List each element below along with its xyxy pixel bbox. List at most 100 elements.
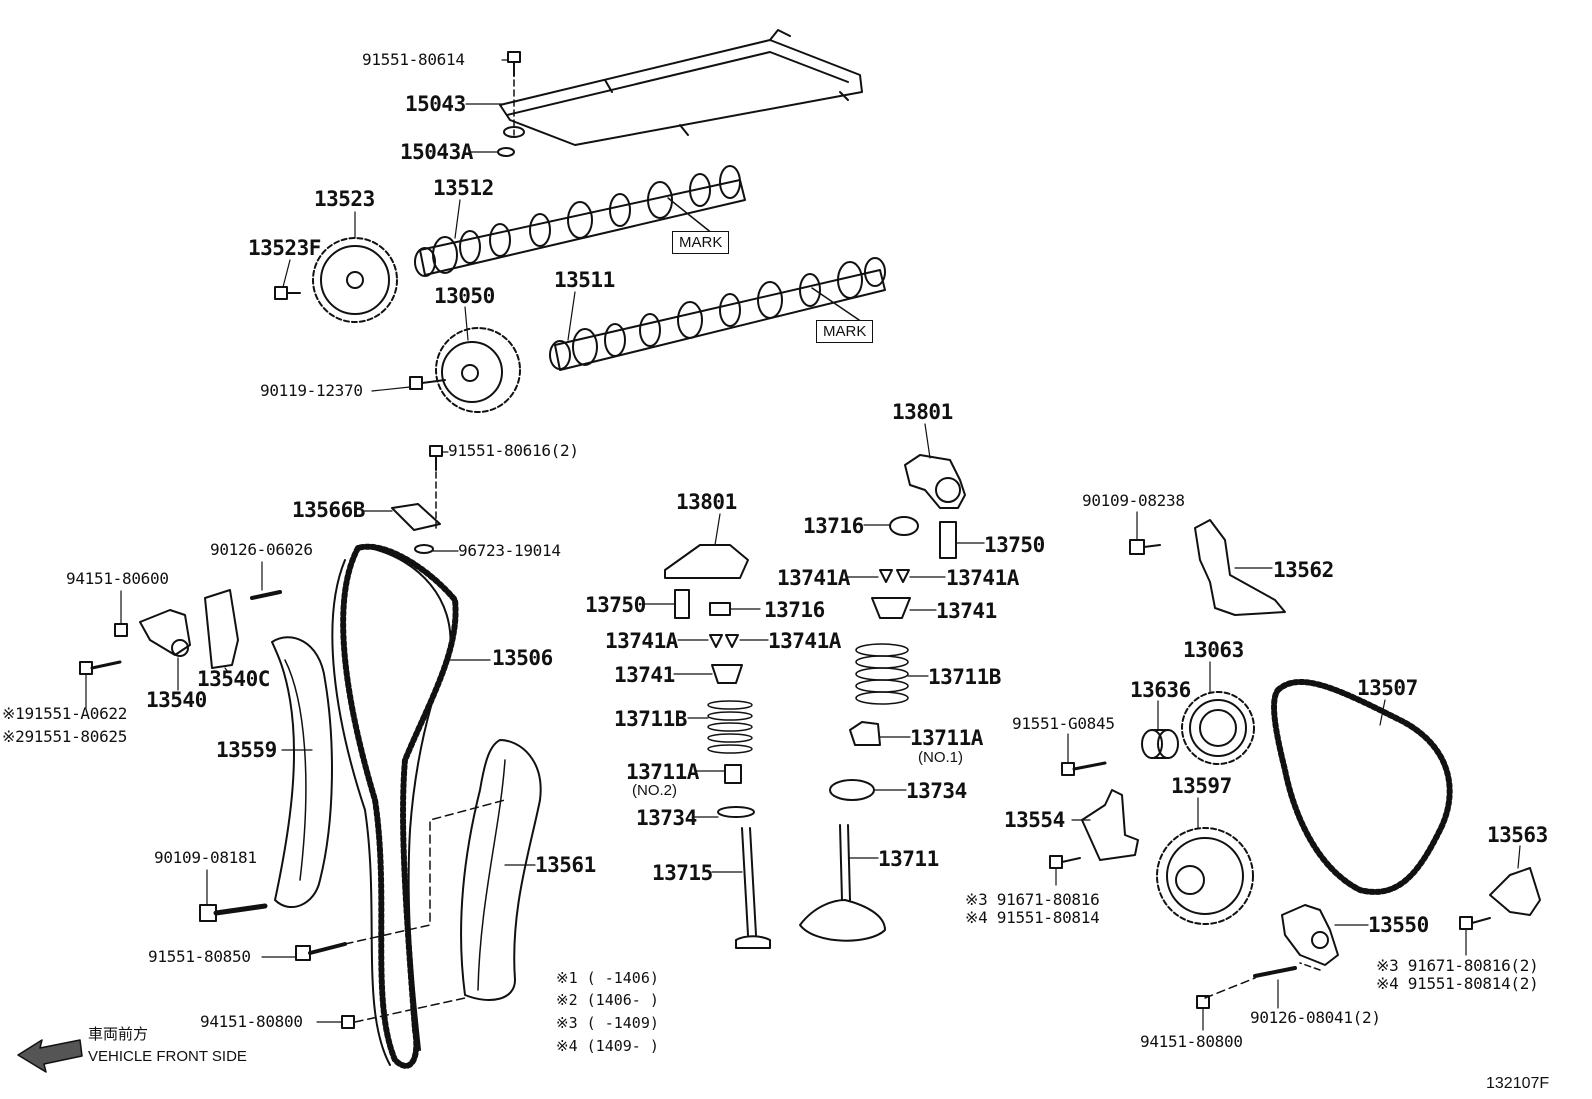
part-label[interactable]: 91551-80616(2) bbox=[448, 441, 579, 460]
retainer-13741-left bbox=[711, 664, 743, 684]
part-label[interactable]: 91551-80850 bbox=[148, 947, 251, 966]
bolt-90119-12370 bbox=[409, 376, 446, 390]
part-label[interactable]: 13507 bbox=[1357, 676, 1418, 700]
tensioner-lever-13554 bbox=[1081, 789, 1139, 861]
retainer-13741-right bbox=[871, 597, 911, 619]
part-label[interactable]: 90126-08041(2) bbox=[1250, 1008, 1381, 1027]
part-label[interactable]: 13716 bbox=[803, 514, 864, 538]
part-label[interactable]: 13711A bbox=[626, 760, 699, 784]
part-label[interactable]: 13734 bbox=[636, 806, 697, 830]
bolt-91551-80614 bbox=[507, 51, 521, 77]
part-label[interactable]: 94151-80600 bbox=[66, 569, 169, 588]
applicability-note: ※2 (1406- ) bbox=[556, 991, 659, 1009]
part-label[interactable]: 94151-80800 bbox=[200, 1012, 303, 1031]
part-label[interactable]: 13506 bbox=[492, 646, 553, 670]
part-label[interactable]: 13554 bbox=[1004, 808, 1065, 832]
part-label[interactable]: 91551-G0845 bbox=[1012, 714, 1115, 733]
nut-94151-80600 bbox=[114, 623, 128, 637]
part-label[interactable]: 13562 bbox=[1273, 558, 1334, 582]
part-label[interactable]: ※4 91551-80814 bbox=[965, 908, 1100, 927]
part-label[interactable]: ※3 91671-80816 bbox=[965, 890, 1100, 909]
lash-adjuster-13750-left bbox=[674, 589, 690, 619]
valve-seal-13711A-right bbox=[849, 721, 881, 746]
part-label[interactable]: 13540 bbox=[146, 688, 207, 712]
spring-seat-13734-left bbox=[717, 806, 755, 818]
rocker-arm-13801-right bbox=[904, 454, 966, 509]
part-label[interactable]: 13801 bbox=[892, 400, 953, 424]
valve-spring-13711B-left bbox=[707, 700, 753, 754]
chain-guide-13561 bbox=[459, 739, 542, 1001]
part-label[interactable]: 13566B bbox=[292, 498, 365, 522]
direction-label-en: VEHICLE FRONT SIDE bbox=[88, 1048, 247, 1065]
part-label[interactable]: ※3 91671-80816(2) bbox=[1376, 956, 1539, 975]
direction-label-jp: 車両前方 bbox=[88, 1026, 149, 1043]
part-label[interactable]: 96723-19014 bbox=[458, 541, 561, 560]
bolt-91551-80850 bbox=[295, 942, 347, 961]
part-label[interactable]: 13523F bbox=[248, 236, 321, 260]
part-label[interactable]: 90109-08181 bbox=[154, 848, 257, 867]
part-label[interactable]: 13550 bbox=[1368, 913, 1429, 937]
timing-chain-13507 bbox=[1271, 679, 1453, 895]
shim-13716-left bbox=[709, 602, 731, 616]
applicability-note: ※4 (1409- ) bbox=[556, 1037, 659, 1055]
stud-90126-08041 bbox=[1253, 966, 1297, 978]
part-label[interactable]: 13561 bbox=[535, 853, 596, 877]
guide-13566B bbox=[391, 503, 441, 531]
chain-guide-13562 bbox=[1194, 519, 1286, 616]
part-label[interactable]: 13711A bbox=[910, 726, 983, 750]
part-label[interactable]: 13711B bbox=[928, 665, 1001, 689]
tensioner-13540 bbox=[139, 609, 191, 657]
part-label[interactable]: 13750 bbox=[984, 533, 1045, 557]
part-label[interactable]: 13741A bbox=[605, 629, 678, 653]
camshaft-13512 bbox=[414, 165, 746, 277]
part-label[interactable]: 13563 bbox=[1487, 823, 1548, 847]
gear-13063 bbox=[1181, 691, 1255, 765]
part-label[interactable]: 15043 bbox=[405, 92, 466, 116]
part-label[interactable]: 94151-80800 bbox=[1140, 1032, 1243, 1051]
part-label[interactable]: 15043A bbox=[400, 140, 473, 164]
part-label[interactable]: 13711B bbox=[614, 707, 687, 731]
valve-13715 bbox=[735, 827, 771, 949]
part-label[interactable]: 13511 bbox=[554, 268, 615, 292]
diagram-id: 132107F bbox=[1486, 1075, 1550, 1092]
lash-adjuster-13750-right bbox=[939, 521, 957, 559]
part-label[interactable]: 13711 bbox=[878, 847, 939, 871]
part-label[interactable]: 13540C bbox=[197, 667, 270, 691]
part-label[interactable]: 13741A bbox=[777, 566, 850, 590]
part-label[interactable]: 13741 bbox=[614, 663, 675, 687]
bolt-90109-08238 bbox=[1129, 539, 1161, 555]
part-label[interactable]: 90126-06026 bbox=[210, 540, 313, 559]
part-label[interactable]: 13050 bbox=[434, 284, 495, 308]
gasket-13540C bbox=[204, 589, 239, 669]
part-label[interactable]: 13750 bbox=[585, 593, 646, 617]
bolt-91671-80816-2 bbox=[1459, 916, 1491, 930]
part-label[interactable]: 13734 bbox=[906, 779, 967, 803]
part-label[interactable]: 90119-12370 bbox=[260, 381, 363, 400]
timing-chain-13506 bbox=[340, 543, 459, 1069]
part-label[interactable]: 13636 bbox=[1130, 678, 1191, 702]
part-label[interactable]: ※291551-80625 bbox=[2, 727, 128, 746]
part-label[interactable]: 13063 bbox=[1183, 638, 1244, 662]
mark-box-13512: MARK bbox=[672, 231, 730, 254]
vvt-gear-13050 bbox=[435, 327, 521, 413]
part-label[interactable]: 13523 bbox=[314, 187, 375, 211]
part-label[interactable]: 13741 bbox=[936, 599, 997, 623]
part-label[interactable]: 13597 bbox=[1171, 774, 1232, 798]
part-label[interactable]: ※191551-A0622 bbox=[2, 704, 128, 723]
bush-13636 bbox=[1141, 729, 1179, 759]
bracket-13563 bbox=[1489, 867, 1541, 916]
part-label[interactable]: 90109-08238 bbox=[1082, 491, 1185, 510]
part-label[interactable]: 13512 bbox=[433, 176, 494, 200]
part-label[interactable]: 13801 bbox=[676, 490, 737, 514]
part-label[interactable]: 13741A bbox=[768, 629, 841, 653]
part-label[interactable]: 13741A bbox=[946, 566, 1019, 590]
part-label[interactable]: 13716 bbox=[764, 598, 825, 622]
part-label[interactable]: 91551-80614 bbox=[362, 50, 465, 69]
part-label[interactable]: 13715 bbox=[652, 861, 713, 885]
bolt-90109-08181 bbox=[199, 903, 268, 922]
part-label[interactable]: 13559 bbox=[216, 738, 277, 762]
part-label[interactable]: ※4 91551-80814(2) bbox=[1376, 974, 1539, 993]
vehicle-front-arrow-icon bbox=[17, 1039, 83, 1073]
